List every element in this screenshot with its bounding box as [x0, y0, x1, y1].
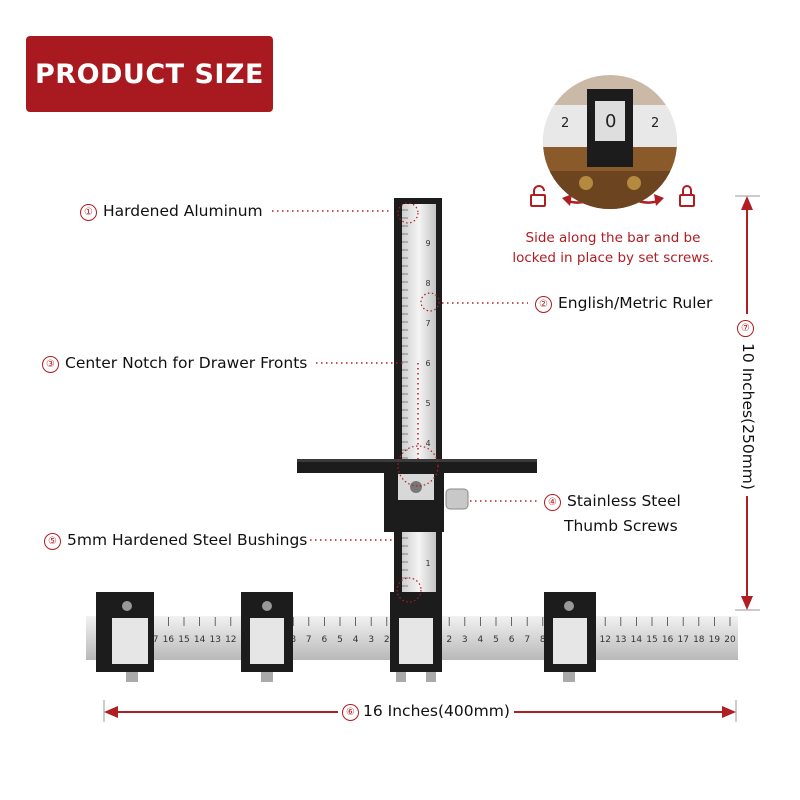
slide-block-4	[544, 592, 596, 682]
ruler-tick-label: 4	[425, 439, 430, 448]
ruler-tick-label: 13	[615, 635, 626, 645]
callout-text: Center Notch for Drawer Fronts	[65, 354, 308, 372]
inset-note-line2: locked in place by set screws.	[512, 250, 714, 266]
callout-steel-bushings: ⑤ 5mm Hardened Steel Bushings	[44, 530, 307, 550]
slide-block-2	[241, 592, 293, 682]
ruler-tick-label: 18	[693, 635, 705, 645]
ruler-tick-label: 6	[509, 635, 515, 645]
ruler-tick-label: 13	[209, 635, 220, 645]
ruler-tick-label: 16	[662, 635, 674, 645]
banner-title: PRODUCT SIZE	[34, 58, 264, 90]
product-size-banner: PRODUCT SIZE	[26, 36, 273, 112]
ruler-tick-label: 12	[599, 635, 610, 645]
ruler-tick-label: 7	[524, 635, 530, 645]
ruler-tick-label: 8	[540, 635, 546, 645]
callout-thumb-screws: ④ Stainless Steel Thumb Screws	[544, 491, 681, 536]
ruler-tick-label: 12	[225, 635, 236, 645]
ruler-tick-label: 7	[425, 319, 430, 328]
callout-text-line2: Thumb Screws	[564, 517, 678, 535]
ruler-tick-label: 8	[425, 279, 430, 288]
ruler-tick-label: 7	[306, 635, 312, 645]
cross-bar	[297, 459, 537, 473]
thumb-screw	[445, 488, 469, 510]
callout-center-notch: ③ Center Notch for Drawer Fronts	[42, 353, 307, 373]
ruler-tick-label: 17	[677, 635, 688, 645]
inset-scale-left: 2	[561, 116, 569, 131]
ruler-tick-label: 2	[446, 635, 452, 645]
ruler-tick-label: 20	[724, 635, 736, 645]
ruler-tick-label: 3	[368, 635, 374, 645]
callout-number: ⑤	[44, 533, 61, 550]
slide-block-3	[390, 592, 442, 682]
ruler-tick-label: 3	[462, 635, 468, 645]
ruler-tick-label: 6	[322, 635, 328, 645]
ruler-tick-label: 6	[425, 359, 430, 368]
ruler-tick-label: 19	[709, 635, 721, 645]
ruler-tick-label: 5	[425, 399, 430, 408]
ruler-tick-label: 2	[384, 635, 390, 645]
lock-icon	[679, 185, 695, 207]
callout-lines	[272, 210, 540, 541]
ruler-tick-label: 15	[178, 635, 189, 645]
height-dimension-label: ⑦ 10 Inches(250mm)	[735, 314, 759, 496]
callout-english-metric-ruler: ② English/Metric Ruler	[535, 293, 712, 313]
ruler-tick-label: 1	[425, 559, 430, 568]
ruler-tick-label: 15	[646, 635, 657, 645]
inset-scale-center: 0	[605, 111, 616, 132]
ruler-tick-label: 14	[631, 635, 643, 645]
inset-scale-right: 2	[651, 116, 659, 131]
inset-closeup: 2 0 2	[543, 75, 677, 209]
inset-note: Side along the bar and be locked in plac…	[493, 228, 733, 268]
callout-text: 5mm Hardened Steel Bushings	[67, 531, 308, 549]
ruler-tick-label: 4	[478, 635, 484, 645]
dimension-number: ⑥	[342, 704, 359, 721]
callout-hardened-aluminum: ① Hardened Aluminum	[80, 201, 263, 221]
ruler-tick-label: 4	[353, 635, 359, 645]
dimension-text: 10 Inches(250mm)	[739, 343, 757, 490]
ruler-tick-label: 5	[493, 635, 499, 645]
ruler-tick-label: 8	[290, 635, 296, 645]
ruler-tick-label: 16	[163, 635, 175, 645]
dimension-number: ⑦	[737, 320, 754, 338]
callout-number: ④	[544, 494, 561, 511]
callout-number: ②	[535, 296, 552, 313]
callout-number: ③	[42, 356, 59, 373]
ruler-tick-label: 14	[194, 635, 206, 645]
ruler-tick-label: 9	[425, 239, 430, 248]
callout-text: Hardened Aluminum	[103, 202, 263, 220]
vertical-ruler-face	[402, 204, 436, 614]
callout-number: ①	[80, 204, 97, 221]
callout-text: English/Metric Ruler	[558, 294, 713, 312]
callout-text: Stainless Steel	[567, 492, 681, 510]
inset-note-line1: Side along the bar and be	[525, 230, 701, 246]
slide-block-1	[96, 592, 154, 682]
dimension-text: 16 Inches(400mm)	[363, 702, 510, 720]
ruler-tick-label: 5	[337, 635, 343, 645]
